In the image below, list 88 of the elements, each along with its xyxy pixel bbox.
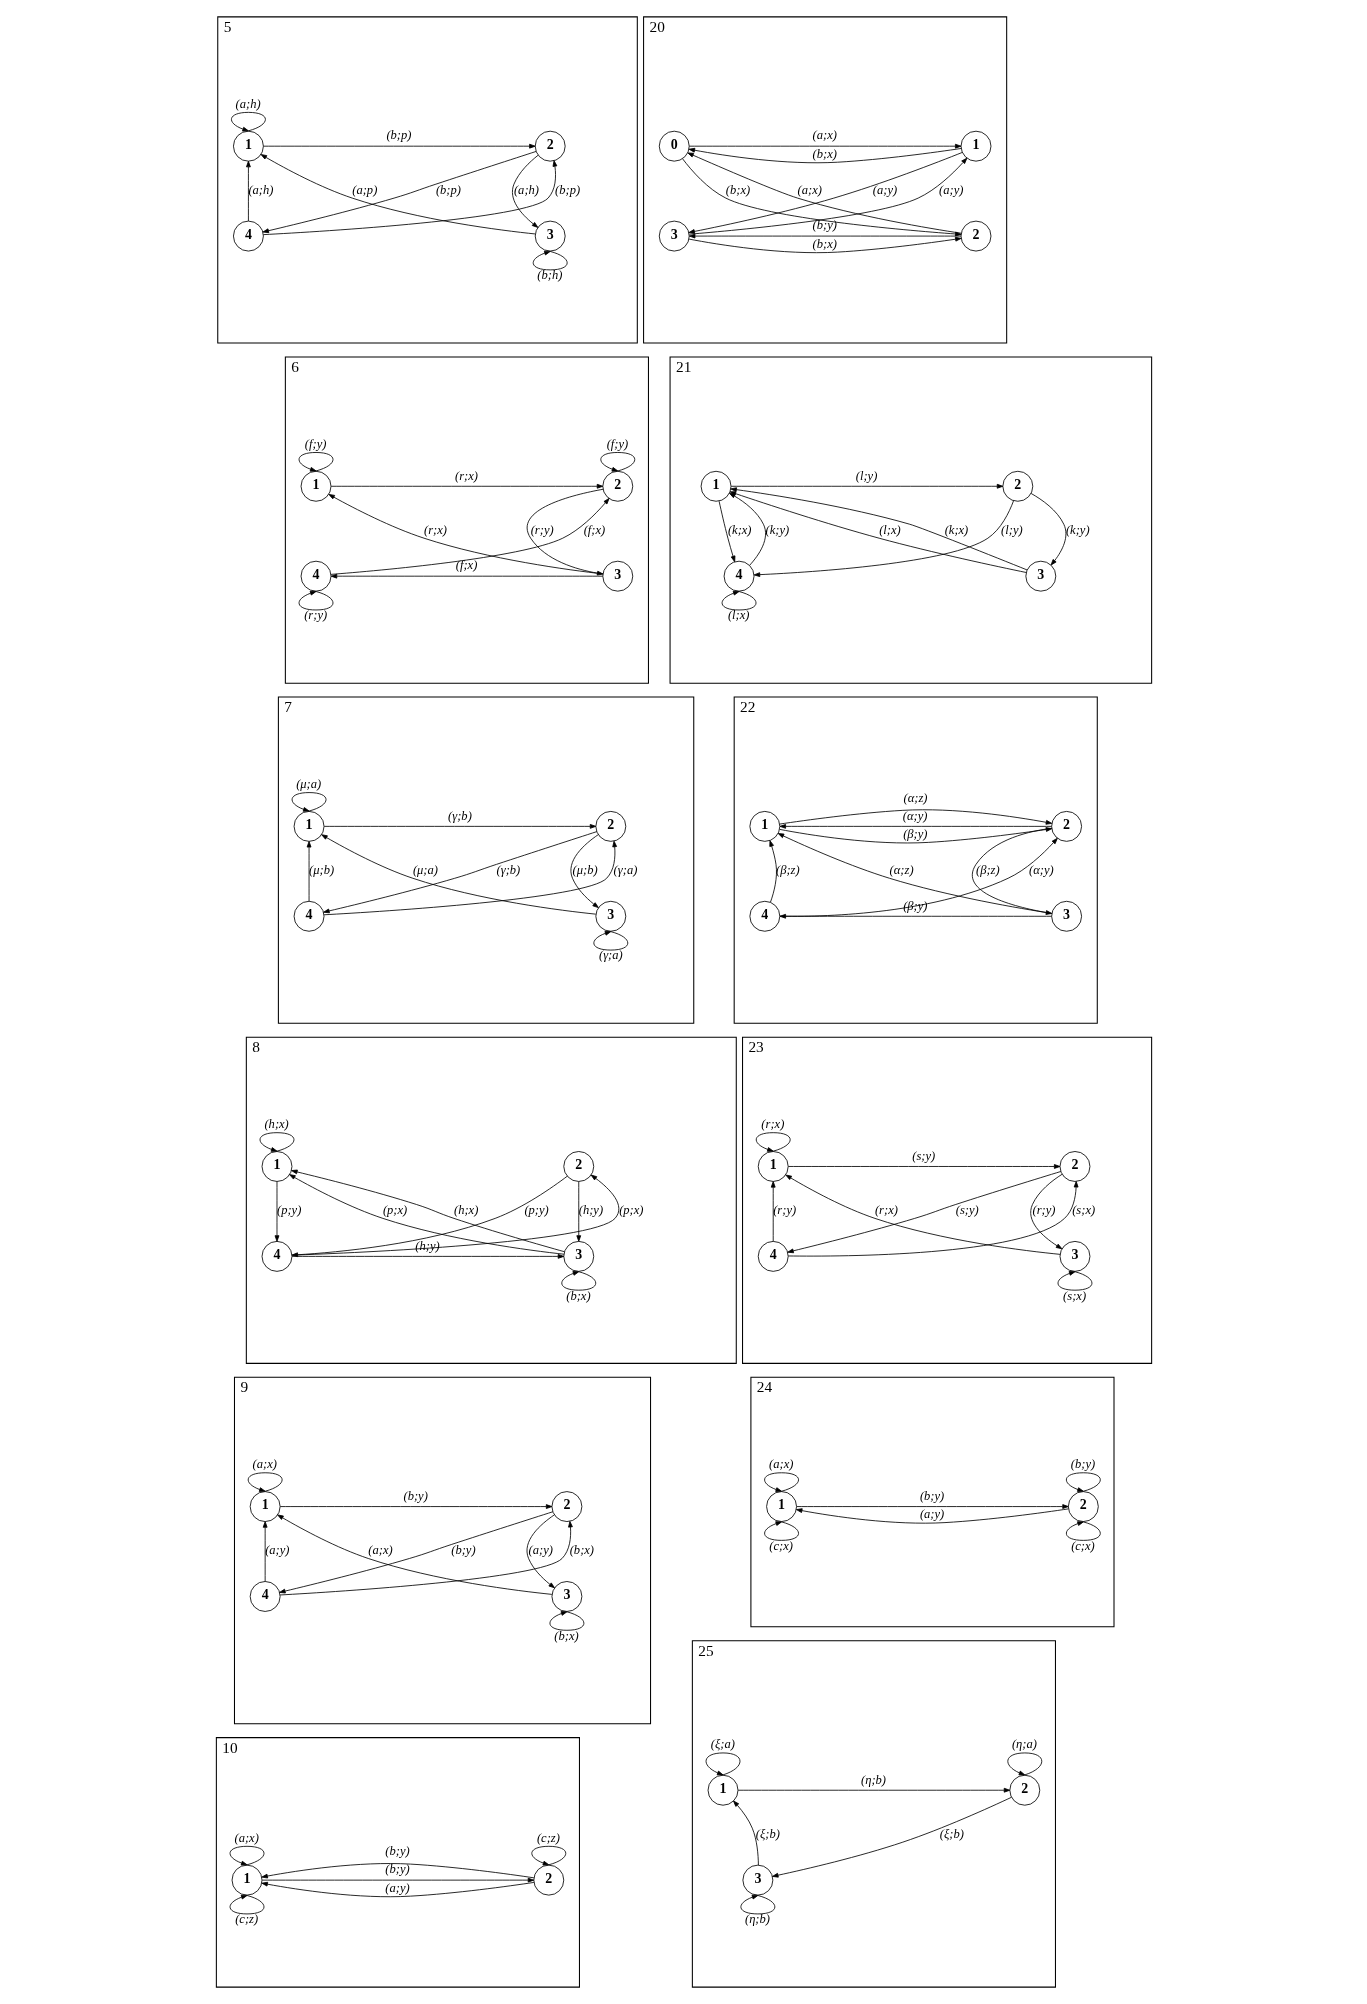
edge-label: (k;x) [727, 522, 752, 537]
edge-label: (η;a) [1011, 1737, 1037, 1752]
edge-label: (μ;a) [295, 776, 321, 791]
edge-label: (α;z) [903, 790, 928, 805]
edge-label: (a;h) [247, 182, 273, 197]
edge-label: (b;p) [435, 182, 461, 197]
edge-label: (ξ;b) [755, 1826, 780, 1841]
edge-label: (b;x) [812, 236, 837, 251]
edge-label: (h;y) [578, 1202, 603, 1217]
edge-label: (b;y) [450, 1542, 476, 1557]
edge-label: (r;y) [772, 1202, 796, 1217]
edge-label: (ξ;b) [939, 1826, 964, 1841]
edge-label: (b;p) [385, 128, 411, 143]
edge-label: (b;y) [812, 218, 837, 233]
edge-label: (b;x) [569, 1542, 594, 1557]
edge-label: (γ;b) [447, 808, 472, 823]
edge-label: (b;y) [384, 1844, 410, 1859]
edge-label: (a;p) [351, 182, 377, 197]
edge-label: (γ;a) [598, 948, 623, 963]
edge-label: (s;x) [1062, 1288, 1086, 1303]
edge-label: (r;y) [303, 608, 327, 623]
edge-label: (b;x) [725, 182, 750, 197]
edge-label: (a;x) [768, 1457, 793, 1472]
edge-label: (l;x) [727, 608, 749, 623]
edge-label: (r;x) [423, 522, 447, 537]
edge-label: (r;x) [760, 1117, 784, 1132]
edge-label: (α;z) [889, 862, 914, 877]
edge-label: (p;x) [618, 1202, 644, 1217]
edge-label: (c;x) [768, 1538, 793, 1553]
edge-label: (μ;b) [308, 862, 334, 877]
edge-label: (l;y) [1000, 522, 1023, 537]
edge-label: (β;y) [902, 826, 928, 841]
edge-label: (β;z) [975, 862, 1000, 877]
edge-label: (f;y) [304, 436, 326, 451]
edge-label: (a;y) [384, 1880, 410, 1895]
edge-label: (a;y) [938, 182, 963, 197]
edge-label: (h;x) [263, 1117, 289, 1132]
edge-label: (k;x) [944, 522, 968, 537]
edge-label: (b;h) [536, 268, 562, 283]
edge-label: (l;x) [878, 522, 901, 537]
edge-label: (l;y) [855, 468, 877, 483]
edge-label: (γ;b) [496, 862, 520, 877]
edge-label: (s;y) [911, 1148, 935, 1163]
edge-label: (a;x) [252, 1457, 277, 1472]
edge-label: (b;x) [565, 1288, 591, 1303]
edge-label: (a;y) [264, 1542, 290, 1557]
edge-label: (a;x) [797, 182, 822, 197]
edge-label: (α;y) [1028, 862, 1054, 877]
edge-label: (k;y) [1065, 522, 1090, 537]
edge-label: (r;y) [530, 522, 554, 537]
edge-label: (p;y) [523, 1202, 549, 1217]
edge-label: (s;x) [1071, 1202, 1095, 1217]
edge-label: (r;x) [454, 468, 478, 483]
edge-label: (a;x) [812, 128, 837, 143]
edge-label: (f;y) [606, 436, 628, 451]
edge-label: (μ;b) [571, 862, 598, 877]
edge-label: (r;y) [1031, 1202, 1055, 1217]
edge-label: (γ;a) [613, 862, 637, 877]
edge-label: (a;y) [528, 1542, 553, 1557]
edge-label: (f;x) [455, 558, 477, 573]
edge-label: (c;x) [1070, 1538, 1095, 1553]
edge-label: (a;h) [513, 182, 539, 197]
edge-label: (p;x) [382, 1202, 407, 1217]
edge-label: (b;y) [1070, 1457, 1095, 1472]
edge-label: (μ;a) [412, 862, 438, 877]
edge-label: (b;p) [554, 182, 580, 197]
edge-label: (a;y) [919, 1507, 944, 1521]
edge-label: (b;y) [402, 1488, 428, 1503]
edge-label: (b;x) [553, 1628, 579, 1643]
edge-label: (α;y) [902, 808, 928, 823]
edge-label: (η;b) [860, 1772, 886, 1787]
edge-label: (a;h) [235, 96, 261, 111]
edge-label: (a;x) [233, 1830, 259, 1845]
edge-label: (c;z) [234, 1912, 258, 1927]
edge-label: (η;b) [744, 1912, 770, 1927]
edge-label: (a;x) [367, 1542, 393, 1557]
edge-label: (ξ;a) [710, 1737, 735, 1752]
edge-label: (b;x) [812, 146, 837, 161]
edge-label: (k;y) [765, 522, 789, 537]
edge-label: (h;x) [453, 1202, 478, 1217]
edge-label: (p;y) [276, 1202, 301, 1217]
edge-label: (c;z) [536, 1830, 560, 1845]
edge-label: (a;y) [872, 182, 897, 197]
edge-label: (b;y) [384, 1862, 410, 1877]
edge-label: (f;x) [583, 522, 605, 537]
edge-label: (r;x) [874, 1202, 898, 1217]
edge-label: (s;y) [955, 1202, 979, 1217]
edge-label: (b;y) [919, 1488, 944, 1503]
